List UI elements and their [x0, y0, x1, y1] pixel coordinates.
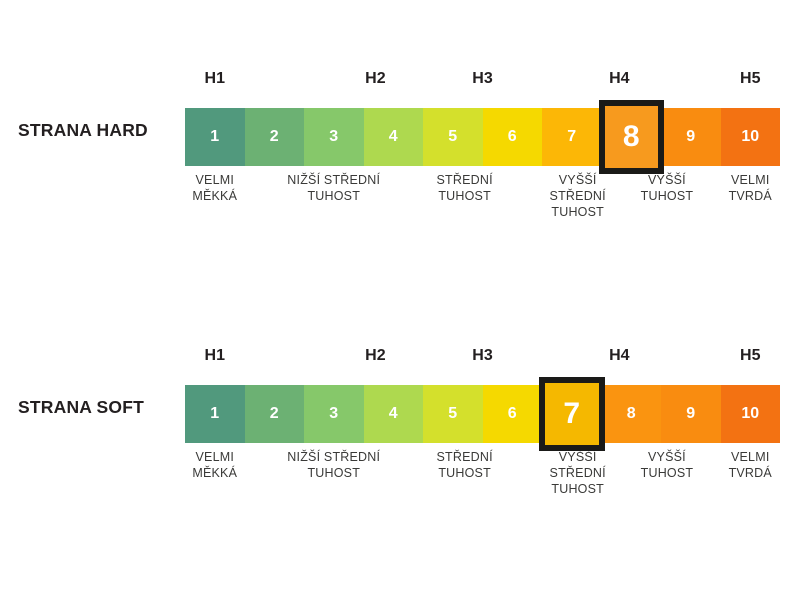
scale-cell-2[interactable]: 2 — [244, 385, 304, 443]
scale-cell-6[interactable]: 6 — [482, 385, 542, 443]
scale-cell-5[interactable]: 5 — [423, 108, 483, 166]
scale-cell-4[interactable]: 4 — [363, 108, 423, 166]
scale-cell-1[interactable]: 1 — [185, 385, 245, 443]
description-label: VELMI MĚKKÁ — [192, 173, 238, 203]
descriptions-soft: VELMI MĚKKÁ NIŽŠÍ STŘEDNÍ TUHOST STŘEDNÍ T… — [185, 449, 780, 519]
description-label: VELMI TVRDÁ — [728, 173, 772, 203]
h-group-label: H3 — [472, 70, 493, 87]
selected-value-soft[interactable]: 7 — [539, 377, 605, 451]
scale-cell-1[interactable]: 1 — [185, 108, 245, 166]
description-label: VYŠŠÍ TUHOST — [640, 450, 694, 480]
scale-cell-9[interactable]: 9 — [661, 108, 721, 166]
h-group-label: H5 — [740, 70, 761, 87]
description-label: NIŽŠÍ STŘEDNÍ TUHOST — [287, 450, 381, 480]
scale-cell-10[interactable]: 10 — [720, 108, 780, 166]
h-group-label: H4 — [609, 70, 630, 87]
scale-cell-10[interactable]: 10 — [720, 385, 780, 443]
description-label: STŘEDNÍ TUHOST — [436, 450, 493, 480]
h-group-label: H1 — [204, 70, 225, 87]
h-group-label: H5 — [740, 347, 761, 364]
scale-cell-4[interactable]: 4 — [363, 385, 423, 443]
h-group-label: H4 — [609, 347, 630, 364]
selected-value-hard[interactable]: 8 — [598, 100, 664, 174]
descriptions-hard: VELMI MĚKKÁ NIŽŠÍ STŘEDNÍ TUHOST STŘEDNÍ T… — [185, 172, 780, 242]
description-label: VYŠŠÍ STŘEDNÍ TUHOST — [549, 450, 606, 496]
h-group-labels-soft: H1 H2 H3 H4 H5 — [185, 347, 780, 377]
description-label: NIŽŠÍ STŘEDNÍ TUHOST — [287, 173, 381, 203]
h-group-label: H2 — [365, 70, 386, 87]
description-label: STŘEDNÍ TUHOST — [436, 173, 493, 203]
row-title-hard: STRANA HARD — [18, 119, 148, 140]
scale-cell-5[interactable]: 5 — [423, 385, 483, 443]
description-label: VELMI TVRDÁ — [728, 450, 772, 480]
scale-cell-6[interactable]: 6 — [482, 108, 542, 166]
h-group-label: H2 — [365, 347, 386, 364]
scale-cell-3[interactable]: 3 — [304, 385, 364, 443]
description-label: VYŠŠÍ TUHOST — [640, 173, 694, 203]
scale-cell-2[interactable]: 2 — [244, 108, 304, 166]
description-label: VELMI MĚKKÁ — [192, 450, 238, 480]
description-label: VYŠŠÍ STŘEDNÍ TUHOST — [549, 173, 606, 219]
scale-cell-3[interactable]: 3 — [304, 108, 364, 166]
scale-cell-7[interactable]: 7 — [542, 108, 602, 166]
scale-cell-8[interactable]: 8 — [601, 385, 661, 443]
h-group-label: H3 — [472, 347, 493, 364]
scale-cell-9[interactable]: 9 — [661, 385, 721, 443]
h-group-labels-hard: H1 H2 H3 H4 H5 — [185, 70, 780, 100]
row-title-soft: STRANA SOFT — [18, 396, 144, 417]
h-group-label: H1 — [204, 347, 225, 364]
